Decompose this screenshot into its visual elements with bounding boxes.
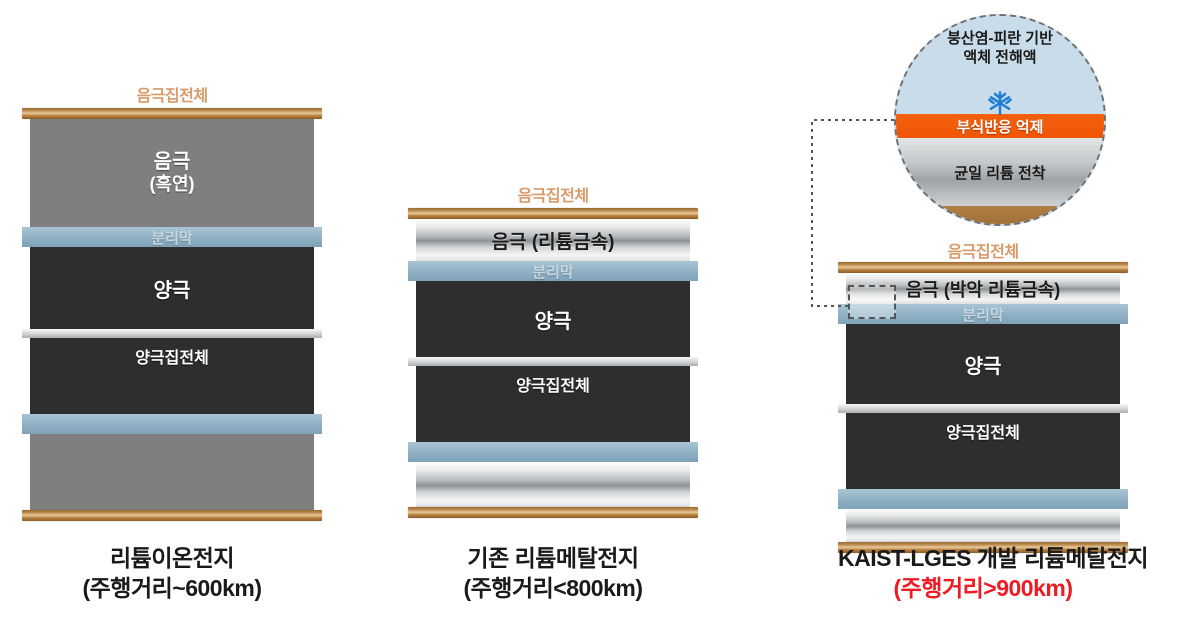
anode-layer-lower <box>30 434 314 510</box>
cathode-collector-foil <box>408 357 698 366</box>
electrolyte-label-line-1: 붕산염-피란 기반 <box>947 30 1053 47</box>
lithium-deposition-region: 균일 리튬 전착 <box>896 138 1104 206</box>
top-collector-label: 음극집전체 <box>136 88 208 105</box>
anode-label: 음극 <box>153 151 191 174</box>
separator-layer-lower <box>22 414 322 434</box>
caption-line-2: (주행거리>900km) <box>893 574 1073 601</box>
caption-line-2: (주행거리<800km) <box>463 574 643 601</box>
separator-layer: 분리막 <box>838 304 1128 324</box>
cathode-collector-label: 양극집전체 <box>516 378 590 395</box>
anode-label: 음극 (박악 리튬금속) <box>905 279 1061 300</box>
cathode-label: 양극 <box>153 279 191 302</box>
bottom-copper-collector <box>408 507 698 518</box>
cathode-collector-foil <box>22 329 322 338</box>
cathode-label: 양극 <box>964 355 1002 378</box>
top-copper-collector <box>838 262 1128 273</box>
anode-layer-lower <box>416 462 690 507</box>
caption-line-2: (주행거리~600km) <box>82 574 262 601</box>
cathode-collector-label: 양극집전체 <box>946 425 1020 442</box>
top-collector-label: 음극집전체 <box>947 244 1019 261</box>
cathode-collector-layer: 양극집전체 <box>846 413 1120 489</box>
bottom-copper-collector <box>22 510 322 521</box>
snowflake-icon <box>988 91 1012 115</box>
battery-panel-kaist-lges: 음극집전체 음극 (박악 리튬금속) 분리막 양극 양극집전체 KAIST-LG… <box>838 238 1149 612</box>
panel-caption: KAIST-LGES 개발 리튬메탈전지 (주행거리>900km) <box>838 544 1149 604</box>
electrolyte-callout-circle: 붕산염-피란 기반 액체 전해액 부식반응 억제 균일 리튬 전착 <box>894 14 1106 226</box>
caption-line-1: 리튬이온전지 <box>110 545 234 571</box>
cathode-layer: 양극 <box>846 324 1120 404</box>
top-collector-label: 음극집전체 <box>517 188 589 205</box>
cathode-collector-layer: 양극집전체 <box>30 338 314 414</box>
callout-copper-collector <box>896 206 1104 224</box>
separator-layer-lower <box>408 442 698 462</box>
caption-line-1: 기존 리튬메탈전지 <box>467 545 639 571</box>
battery-panel-lithium-ion: 음극집전체 음극 (흑연) 분리막 양극 양극집전체 리튬이온전지 (주행거리~… <box>22 82 322 612</box>
top-copper-collector <box>408 208 698 219</box>
separator-label: 분리막 <box>532 263 574 281</box>
lithium-deposition-label: 균일 리튬 전착 <box>954 164 1046 182</box>
panel-caption: 기존 리튬메탈전지 (주행거리<800km) <box>408 544 698 604</box>
anode-layer: 음극 (흑연) <box>30 119 314 227</box>
cathode-layer: 양극 <box>30 247 314 329</box>
electrolyte-label-line-2: 액체 전해액 <box>963 48 1037 66</box>
anode-layer: 음극 (리튬금속) <box>416 219 690 261</box>
separator-label: 분리막 <box>962 306 1004 324</box>
cathode-collector-label: 양극집전체 <box>135 350 209 367</box>
anode-label: 음극 (리튬금속) <box>491 231 615 253</box>
caption-line-1: KAIST-LGES 개발 리튬메탈전지 <box>838 545 1149 571</box>
cathode-collector-foil <box>838 404 1128 413</box>
panel-caption: 리튬이온전지 (주행거리~600km) <box>22 544 322 604</box>
cathode-layer: 양극 <box>416 281 690 357</box>
separator-layer-lower <box>838 489 1128 509</box>
cathode-label: 양극 <box>534 310 572 333</box>
separator-label: 분리막 <box>151 229 193 247</box>
anode-sublabel: (흑연) <box>149 174 195 195</box>
battery-panel-conventional-lithium-metal: 음극집전체 음극 (리튬금속) 분리막 양극 양극집전체 기존 리튬메탈전지 (… <box>408 182 698 612</box>
corrosion-suppression-label: 부식반응 억제 <box>956 118 1044 136</box>
separator-layer: 분리막 <box>22 227 322 247</box>
cathode-collector-layer: 양극집전체 <box>416 366 690 442</box>
top-copper-collector <box>22 108 322 119</box>
bottom-copper-collector <box>838 542 1128 553</box>
corrosion-suppression-band: 부식반응 억제 <box>896 114 1104 138</box>
anode-layer-lower <box>846 509 1120 542</box>
separator-layer: 분리막 <box>408 261 698 281</box>
anode-zoom-region-box <box>848 285 896 319</box>
